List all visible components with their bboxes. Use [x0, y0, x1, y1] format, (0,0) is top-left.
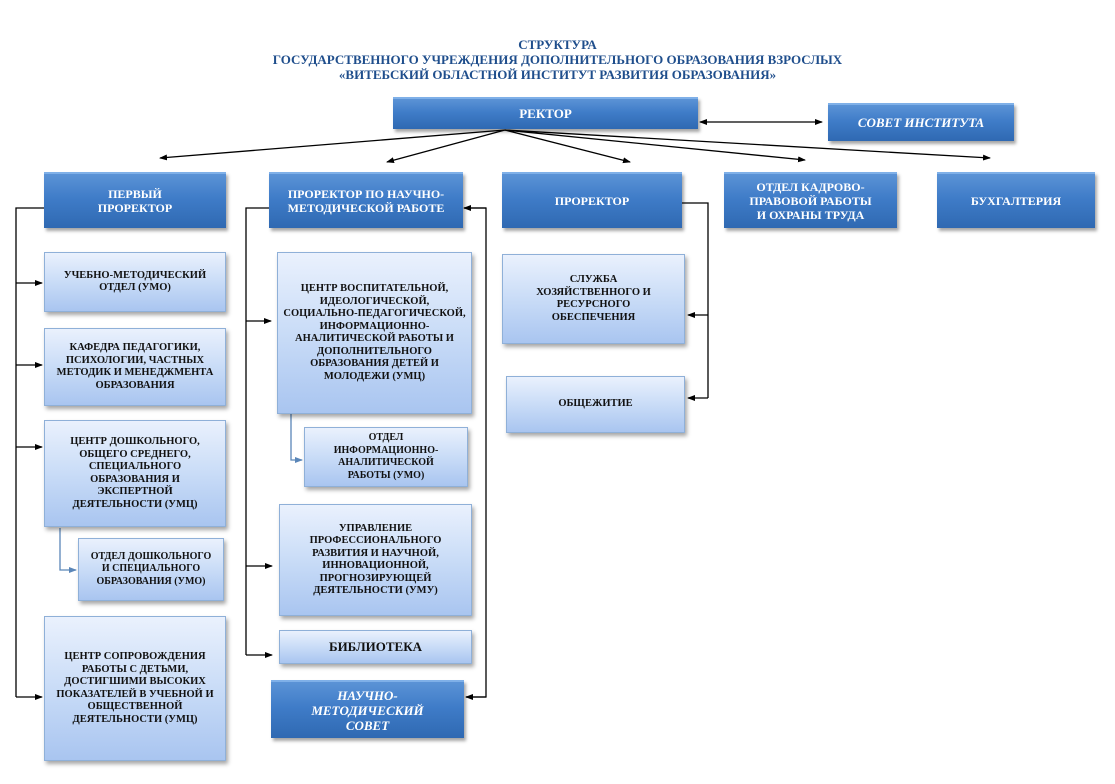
box-institute-council-label: СОВЕТ ИНСТИТУТА [857, 115, 985, 130]
box-accounting[interactable]: БУХГАЛТЕРИЯ [937, 172, 1095, 228]
box-department-label: КАФЕДРА ПЕДАГОГИКИ, ПСИХОЛОГИИ, ЧАСТНЫХ … [56, 342, 214, 391]
box-scientific-council-label: НАУЧНО-МЕТОДИЧЕСКИЙ СОВЕТ [311, 687, 424, 733]
sub-arrow-col2 [290, 414, 303, 463]
box-first-prorector[interactable]: ПЕРВЫЙ ПРОРЕКТОР [44, 172, 226, 228]
box-umo[interactable]: УЧЕБНО-МЕТОДИЧЕСКИЙ ОТДЕЛ (УМО) [44, 252, 226, 312]
box-management[interactable]: УПРАВЛЕНИЕ ПРОФЕССИОНАЛЬНОГО РАЗВИТИЯ И … [279, 504, 472, 616]
box-umo-label: УЧЕБНО-МЕТОДИЧЕСКИЙ ОТДЕЛ (УМО) [63, 269, 207, 294]
arrow-rector-hr [504, 129, 806, 163]
arrow-rector-prorector-science [386, 129, 506, 164]
sub-arrow-col1 [59, 528, 77, 573]
box-management-label: УПРАВЛЕНИЕ ПРОФЕССИОНАЛЬНОГО РАЗВИТИЯ И … [309, 522, 442, 597]
box-prorector-science[interactable]: ПРОРЕКТОР ПО НАУЧНО-МЕТОДИЧЕСКОЙ РАБОТЕ [269, 172, 463, 228]
box-scientific-council[interactable]: НАУЧНО-МЕТОДИЧЕСКИЙ СОВЕТ [271, 680, 464, 738]
box-accounting-label: БУХГАЛТЕРИЯ [970, 194, 1062, 208]
col2-trunk [245, 207, 269, 655]
box-first-prorector-label: ПЕРВЫЙ ПРОРЕКТОР [97, 187, 173, 215]
box-center-gifted[interactable]: ЦЕНТР СОПРОВОЖДЕНИЯ РАБОТЫ С ДЕТЬМИ, ДОС… [44, 616, 226, 761]
box-rector[interactable]: РЕКТОР [393, 97, 698, 129]
box-prorector-label: ПРОРЕКТОР [554, 194, 630, 208]
box-dept-preschool[interactable]: ОТДЕЛ ДОШКОЛЬНОГО И СПЕЦИАЛЬНОГО ОБРАЗОВ… [78, 538, 224, 601]
box-center-gifted-label: ЦЕНТР СОПРОВОЖДЕНИЯ РАБОТЫ С ДЕТЬМИ, ДОС… [56, 651, 214, 725]
box-library-label: БИБЛИОТЕКА [328, 638, 423, 654]
box-service[interactable]: СЛУЖБА ХОЗЯЙСТВЕННОГО И РЕСУРСНОГО ОБЕСП… [502, 254, 685, 344]
box-dept-info-label: ОТДЕЛ ИНФОРМАЦИОННО-АНАЛИТИЧЕСКОЙ РАБОТЫ… [333, 432, 439, 481]
box-dormitory[interactable]: ОБЩЕЖИТИЕ [506, 376, 685, 433]
arrow-rector-accounting [504, 129, 991, 161]
box-institute-council[interactable]: СОВЕТ ИНСТИТУТА [828, 103, 1014, 141]
chart-title-line-2: ГОСУДАРСТВЕННОГО УЧРЕЖДЕНИЯ ДОПОЛНИТЕЛЬН… [272, 52, 843, 67]
box-center-upbringing-label: ЦЕНТР ВОСПИТАТЕЛЬНОЙ, ИДЕОЛОГИЧЕСКОЙ, СО… [283, 283, 466, 382]
box-prorector[interactable]: ПРОРЕКТОР [502, 172, 682, 228]
box-library[interactable]: БИБЛИОТЕКА [279, 630, 472, 664]
box-rector-label: РЕКТОР [519, 106, 572, 121]
arrow-rector-prorector [504, 129, 631, 164]
box-center-preschool-label: ЦЕНТР ДОШКОЛЬНОГО, ОБЩЕГО СРЕДНЕГО, СПЕЦ… [70, 436, 200, 510]
box-prorector-science-label: ПРОРЕКТОР ПО НАУЧНО-МЕТОДИЧЕСКОЙ РАБОТЕ [287, 187, 445, 215]
col1-trunk [15, 207, 44, 697]
box-dormitory-label: ОБЩЕЖИТИЕ [558, 398, 633, 410]
box-hr-department-label: ОТДЕЛ КАДРОВО-ПРАВОВОЙ РАБОТЫ И ОХРАНЫ Т… [749, 180, 872, 222]
box-hr-department[interactable]: ОТДЕЛ КАДРОВО-ПРАВОВОЙ РАБОТЫ И ОХРАНЫ Т… [724, 172, 897, 228]
box-dept-info[interactable]: ОТДЕЛ ИНФОРМАЦИОННО-АНАЛИТИЧЕСКОЙ РАБОТЫ… [304, 427, 468, 487]
col3-trunk [682, 202, 709, 398]
box-service-label: СЛУЖБА ХОЗЯЙСТВЕННОГО И РЕСУРСНОГО ОБЕСП… [536, 274, 651, 323]
chart-title-line-1: СТРУКТУРА [518, 37, 597, 52]
box-department[interactable]: КАФЕДРА ПЕДАГОГИКИ, ПСИХОЛОГИИ, ЧАСТНЫХ … [44, 328, 226, 406]
box-center-upbringing[interactable]: ЦЕНТР ВОСПИТАТЕЛЬНОЙ, ИДЕОЛОГИЧЕСКОЙ, СО… [277, 252, 472, 414]
box-dept-preschool-label: ОТДЕЛ ДОШКОЛЬНОГО И СПЕЦИАЛЬНОГО ОБРАЗОВ… [90, 550, 212, 587]
arrow-rector-first-prorector [159, 129, 506, 161]
box-center-preschool[interactable]: ЦЕНТР ДОШКОЛЬНОГО, ОБЩЕГО СРЕДНЕГО, СПЕЦ… [44, 420, 226, 527]
chart-title-line-3: «ВИТЕБСКИЙ ОБЛАСТНОЙ ИНСТИТУТ РАЗВИТИЯ О… [338, 67, 777, 82]
